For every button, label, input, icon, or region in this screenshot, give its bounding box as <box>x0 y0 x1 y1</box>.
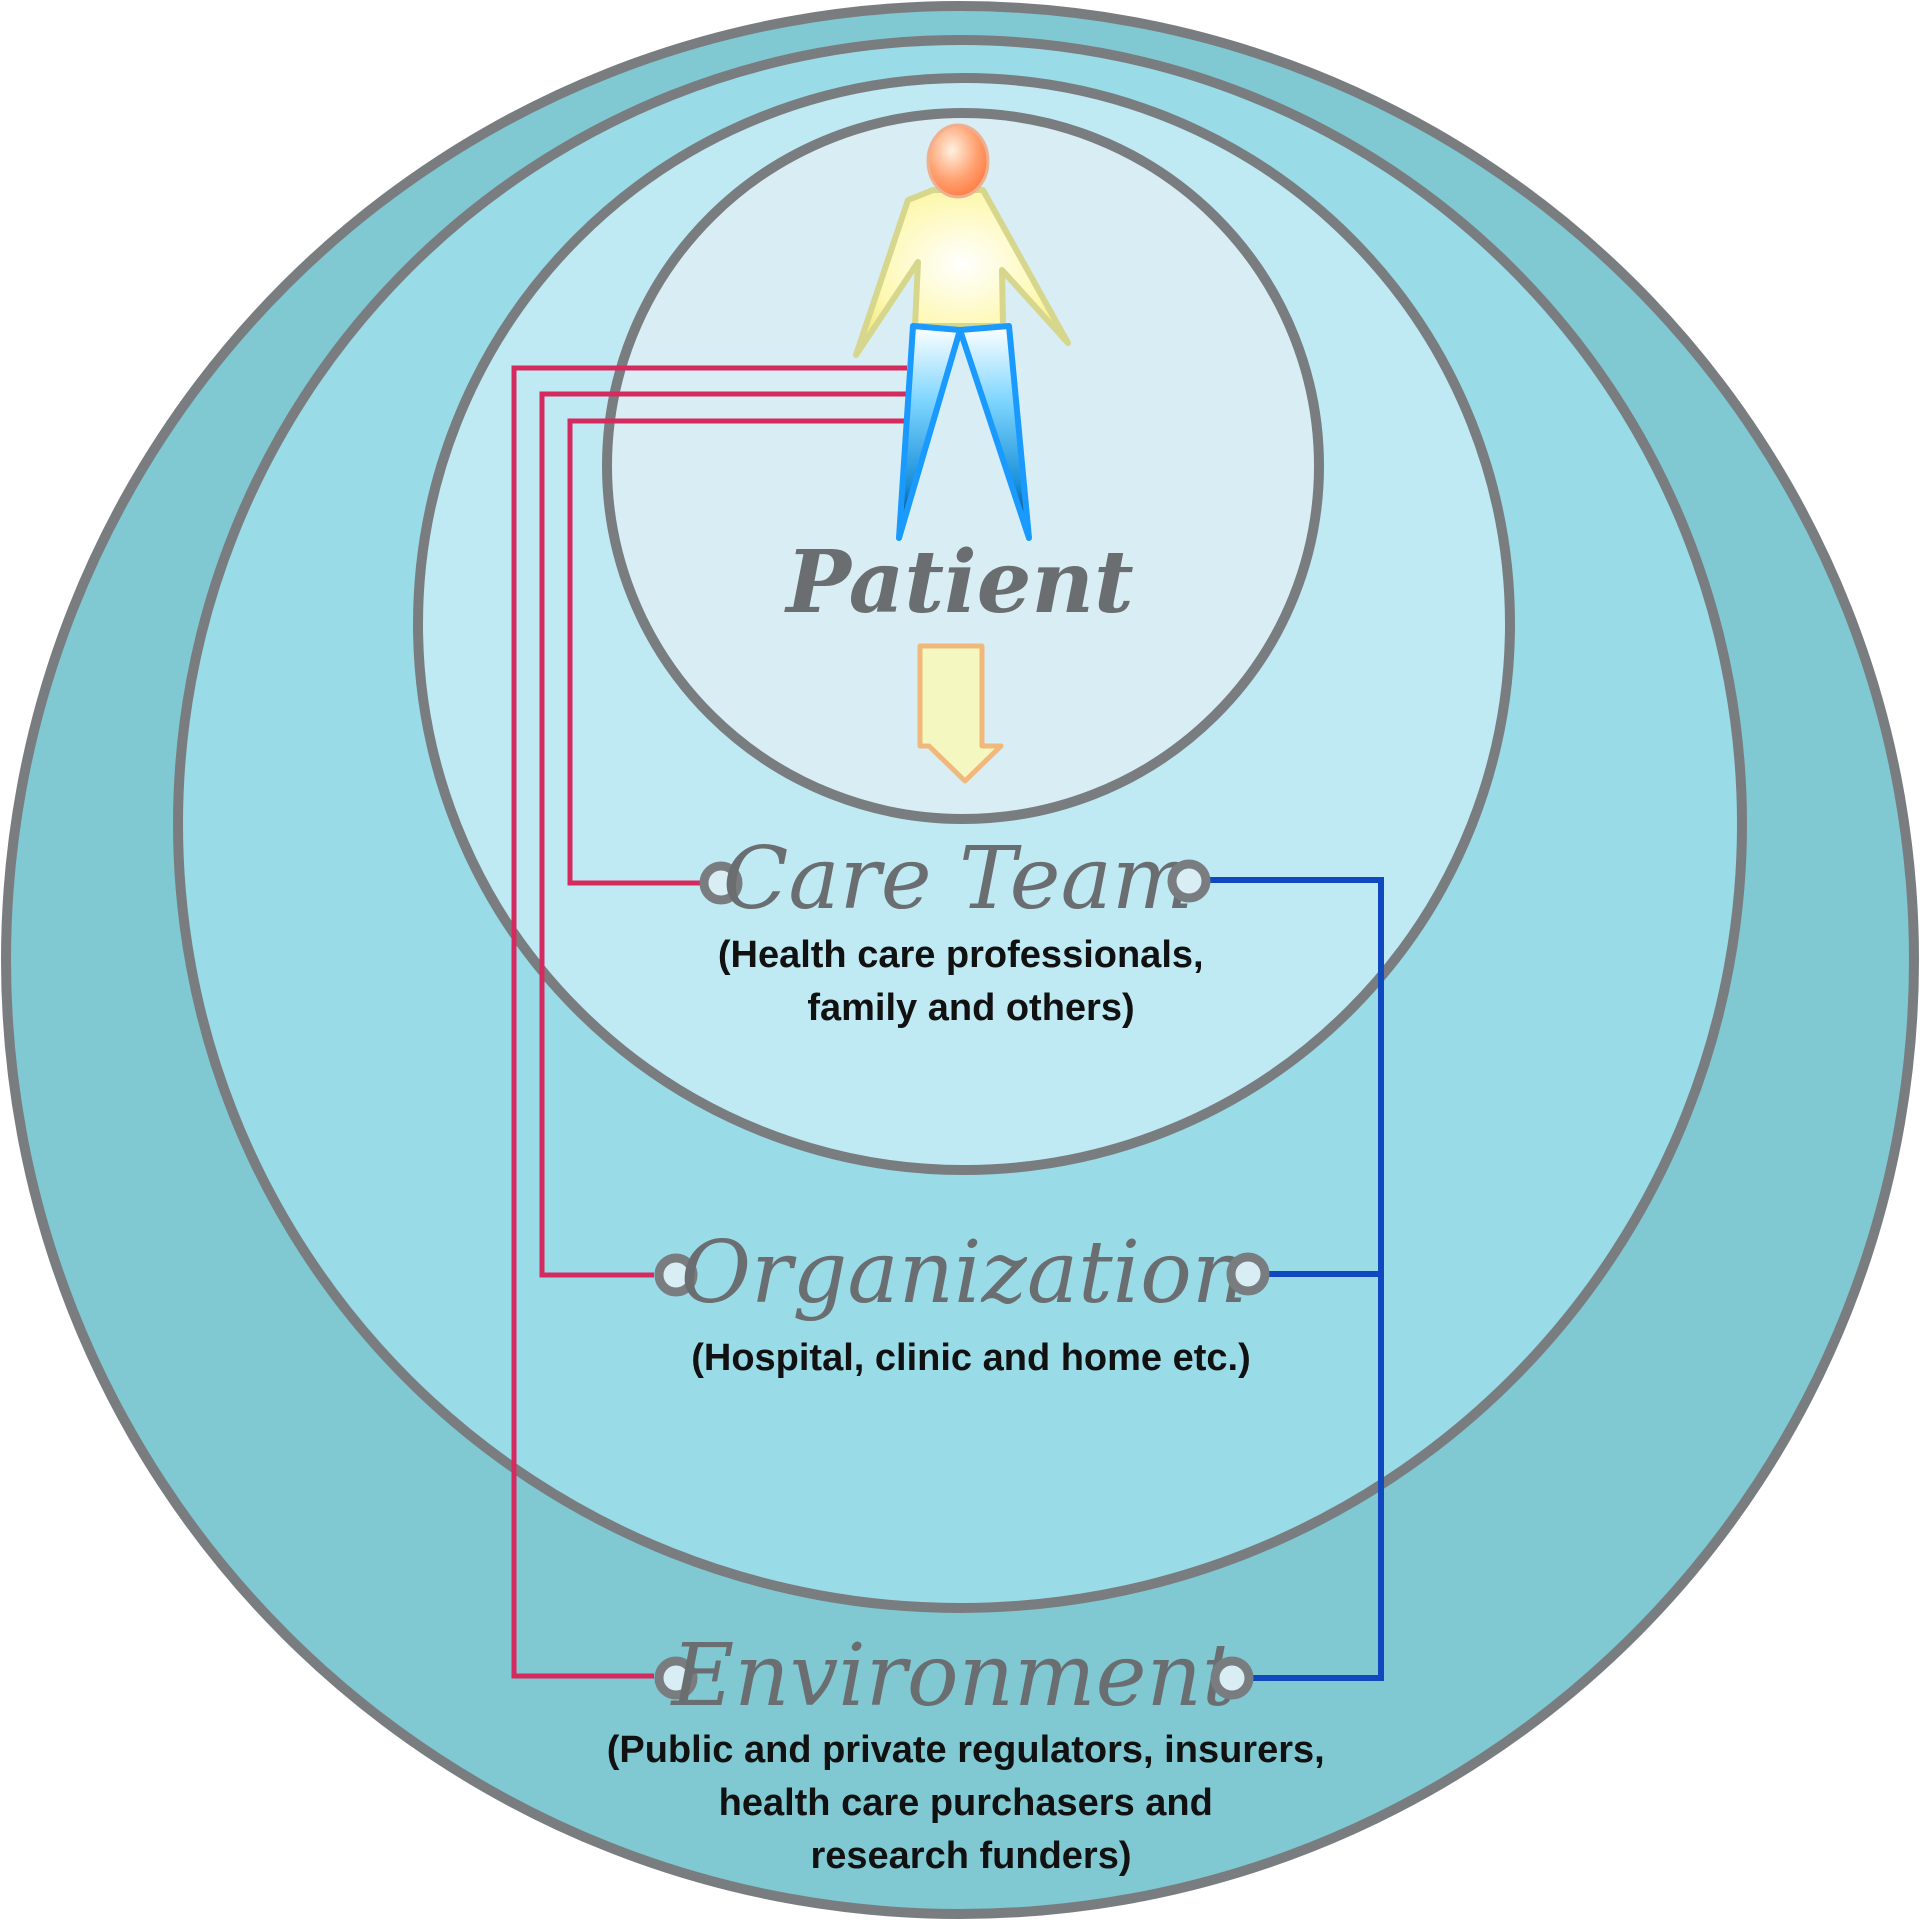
care-team-title: Care Team <box>723 829 1194 929</box>
environment-description-line-1: (Public and private regulators, insurers… <box>607 1729 1325 1771</box>
organization-description-line-1: (Hospital, clinic and home etc.) <box>691 1337 1251 1379</box>
patient-label: Patient <box>783 532 1133 633</box>
environment-left-node <box>654 1656 698 1700</box>
connector-patient-to-organization <box>539 391 907 1278</box>
right-connectors <box>1210 877 1384 1681</box>
environment-description-line-3: research funders) <box>810 1835 1131 1877</box>
down-arrow-icon <box>917 643 1004 784</box>
connector-patient-to-environment <box>511 365 907 1679</box>
organization-level: Organization (Hospital, clinic and home … <box>654 1223 1270 1379</box>
organization-left-node <box>654 1253 698 1297</box>
organization-right-node <box>1226 1252 1270 1296</box>
person-icon <box>853 123 1071 541</box>
care-team-level: Care Team (Health care professionals, fa… <box>699 829 1214 1029</box>
left-connectors <box>511 365 907 1679</box>
organization-title: Organization <box>681 1223 1248 1323</box>
care-team-description: (Health care professionals, family and o… <box>718 934 1214 1029</box>
organization-description: (Hospital, clinic and home etc.) <box>691 1337 1251 1379</box>
environment-level: Environment (Public and private regulato… <box>607 1626 1336 1877</box>
person-left-leg <box>896 323 963 541</box>
person-right-leg <box>957 323 1032 541</box>
care-team-description-line-2: family and others) <box>807 987 1134 1029</box>
environment-title: Environment <box>670 1626 1237 1726</box>
care-team-right-node <box>1167 859 1211 903</box>
patient-circle <box>602 108 1324 824</box>
environment-description: (Public and private regulators, insurers… <box>607 1729 1336 1877</box>
care-team-description-line-1: (Health care professionals, <box>718 934 1204 976</box>
person-shirt <box>853 187 1071 358</box>
connector-care-team-right <box>1210 877 1384 1681</box>
environment-right-node <box>1210 1656 1254 1700</box>
environment-description-line-2: health care purchasers and <box>719 1782 1213 1824</box>
person-head <box>926 123 990 199</box>
connector-patient-to-care-team <box>567 418 907 886</box>
care-team-left-node <box>699 861 743 905</box>
